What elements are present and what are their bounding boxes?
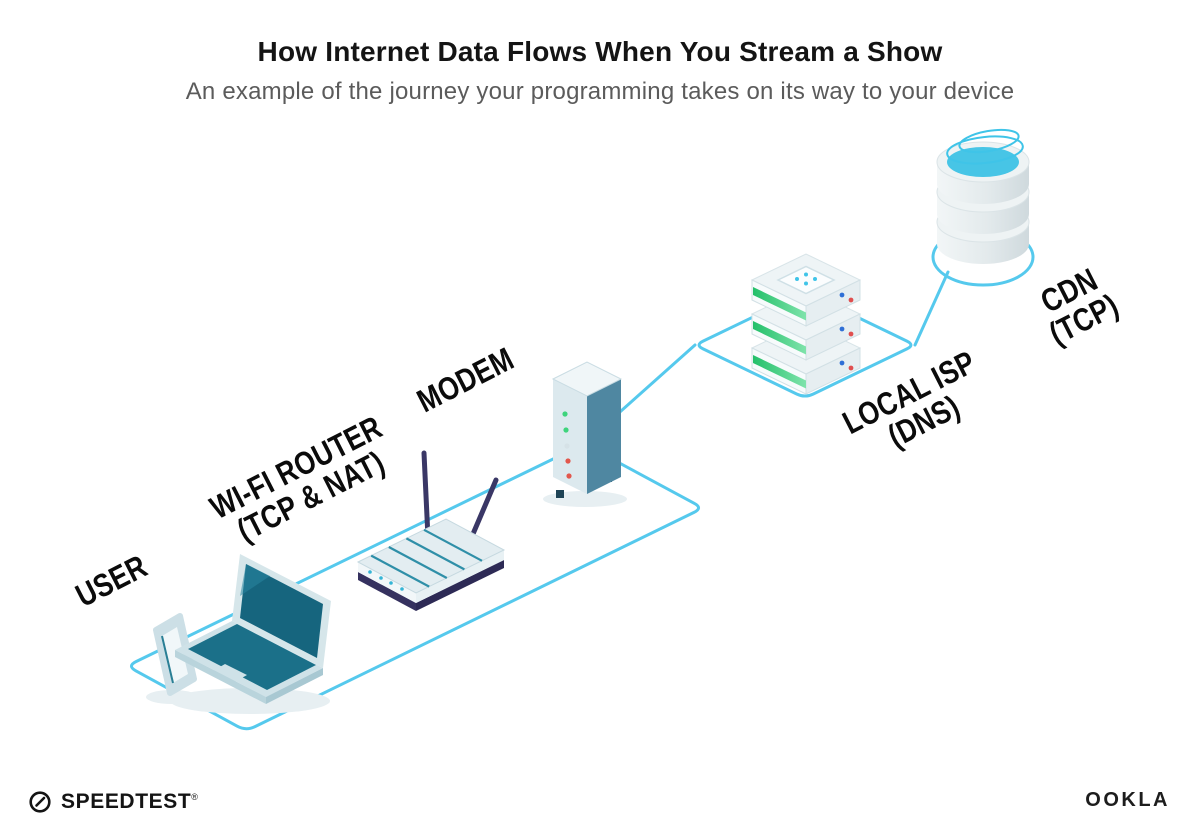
speedtest-logo: SPEEDTEST® [28,790,199,814]
modem-front [553,379,587,494]
cdn-signal-rings-icon [946,128,1024,165]
cdn-database-illustration [936,128,1030,264]
device-shadows [146,491,627,714]
header: How Internet Data Flows When You Stream … [0,36,1200,106]
modem-side [587,379,621,494]
speedtest-wordmark: SPEEDTEST® [61,790,199,813]
page-title: How Internet Data Flows When You Stream … [257,36,943,67]
router-illustration [356,450,506,611]
laptop-touchpad [211,664,247,683]
modem-illustration [551,361,623,498]
isp-server-illustration [750,253,862,395]
speedtest-gauge-icon [29,791,51,813]
modem-top [551,361,623,397]
ookla-wordmark: OOKLA [1085,789,1170,811]
router-antenna-icon [421,450,431,541]
page-subtitle: An example of the journey your programmi… [185,78,1015,105]
laptop-illustration [175,554,331,704]
connector-isp-cdn [913,270,950,347]
laptop-keyboard [188,624,316,690]
server-top-panel [776,265,836,295]
laptop-screen [240,564,323,658]
router-top [356,518,506,594]
modem-led-icon [562,411,572,479]
